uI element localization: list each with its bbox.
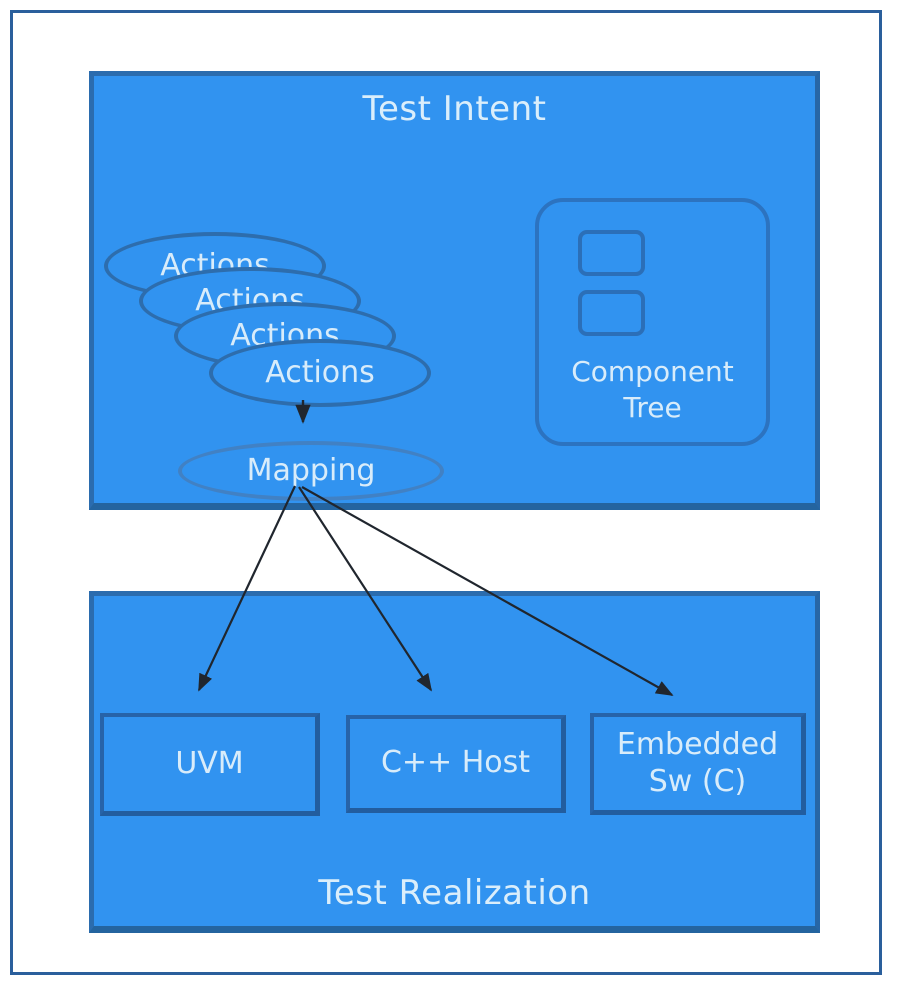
outer-frame: Test Intent Actions Actions Actions Acti… <box>10 10 882 975</box>
uvm-label: UVM <box>175 745 244 781</box>
component-tree-box: Component Tree <box>535 198 770 446</box>
uvm-box: UVM <box>100 713 320 816</box>
embedded-sw-box: Embedded Sw (C) <box>590 713 806 815</box>
test-intent-panel: Test Intent Actions Actions Actions Acti… <box>89 71 820 510</box>
component-node-rect-2 <box>578 290 645 336</box>
mapping-ellipse: Mapping <box>178 441 444 501</box>
embedded-sw-label: Embedded Sw (C) <box>616 726 779 799</box>
component-node-rect-1 <box>578 230 645 276</box>
actions-ellipse-front: Actions <box>209 339 431 407</box>
test-realization-title: Test Realization <box>318 873 591 913</box>
cpp-host-box: C++ Host <box>346 715 566 813</box>
test-realization-panel: UVM C++ Host Embedded Sw (C) Test Realiz… <box>89 591 820 933</box>
component-tree-label: Component Tree <box>571 355 734 424</box>
test-intent-title: Test Intent <box>362 89 547 129</box>
cpp-host-label: C++ Host <box>380 745 531 781</box>
actions-label: Actions <box>265 355 375 390</box>
mapping-label: Mapping <box>246 453 376 488</box>
